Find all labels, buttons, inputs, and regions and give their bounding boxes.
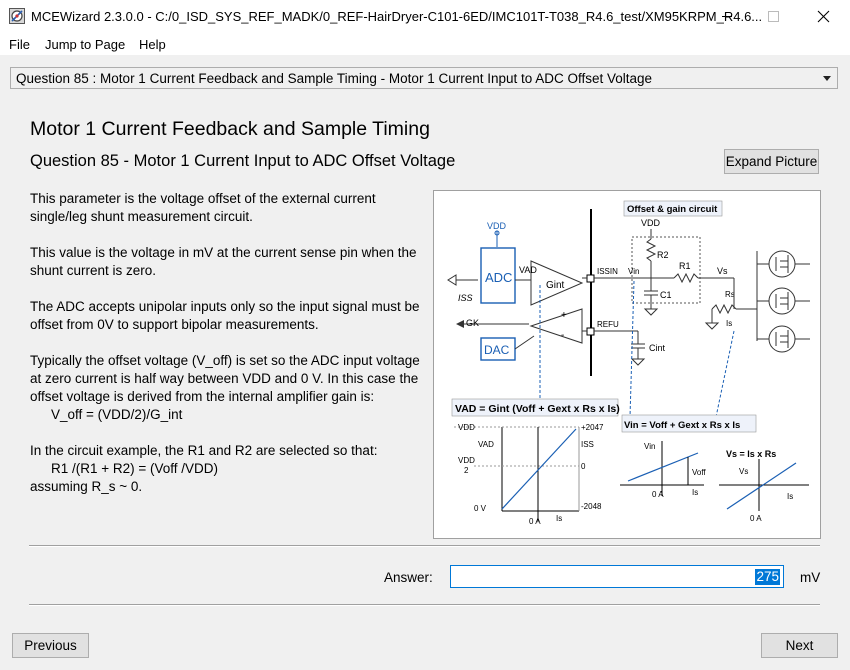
menu-bar: File Jump to Page Help <box>0 33 850 55</box>
question-select-value: Question 85 : Motor 1 Current Feedback a… <box>16 71 653 86</box>
graph-label: Is <box>692 488 698 497</box>
separator <box>29 545 820 547</box>
equation-vin: Vin = Voff + Gext x Rs x Is <box>624 420 740 431</box>
r1-label: R1 <box>679 261 691 271</box>
gint-label: Gint <box>546 280 565 291</box>
graph-label: +2047 <box>581 423 604 432</box>
section-title: Motor 1 Current Feedback and Sample Timi… <box>30 118 430 140</box>
vad-label: VAD <box>519 265 537 275</box>
graph-label: Is <box>787 492 793 501</box>
chevron-down-icon <box>823 76 831 81</box>
graph-label: 2 <box>464 466 469 475</box>
menu-file[interactable]: File <box>9 37 30 52</box>
separator <box>29 604 820 606</box>
is-label: Is <box>726 319 732 328</box>
graph-label: ISS <box>581 440 594 449</box>
maximize-button[interactable] <box>750 0 796 33</box>
graph-label: 0 A <box>652 490 664 499</box>
description-paragraph: Typically the offset voltage (V_off) is … <box>30 353 424 404</box>
c1-label: C1 <box>660 290 672 300</box>
answer-label: Answer: <box>384 570 433 585</box>
next-button[interactable]: Next <box>761 633 838 658</box>
rs-label: Rs <box>725 290 735 299</box>
minus-sign: - <box>561 330 564 341</box>
window-title: MCEWizard 2.3.0.0 - C:/0_ISD_SYS_REF_MAD… <box>31 9 763 24</box>
question-title: Question 85 - Motor 1 Current Input to A… <box>30 152 456 170</box>
description-paragraph: In the circuit example, the R1 and R2 ar… <box>30 443 378 458</box>
answer-input[interactable]: 275 <box>450 565 784 588</box>
plus-sign: + <box>561 310 567 321</box>
vin-label: Vin <box>628 267 639 276</box>
formula-r1-r2: R1 /(R1 + R2) = (Voff /VDD) <box>51 461 219 476</box>
refu-label: REFU <box>597 320 619 329</box>
menu-jump-to-page[interactable]: Jump to Page <box>45 37 126 52</box>
issin-label: ISSIN <box>597 267 618 276</box>
vdd-right-label: VDD <box>641 218 661 228</box>
vdd-label: VDD <box>487 221 507 231</box>
graph-vad-vs-is: VDD VAD VDD 2 0 V +2047 ISS 0 -2048 0 A … <box>454 423 604 526</box>
question-select[interactable]: Question 85 : Motor 1 Current Feedback a… <box>10 67 838 89</box>
description-paragraph: This value is the voltage in mV at the c… <box>30 245 421 278</box>
menu-help[interactable]: Help <box>139 37 166 52</box>
gk-label: GK <box>466 318 479 328</box>
graph-label: -2048 <box>581 502 602 511</box>
equation-vad: VAD = Gint (Voff + Gext x Rs x Is) <box>455 403 620 415</box>
circuit-picture: Offset & gain circuit VDD ADC ISS VAD Gi… <box>433 190 821 539</box>
graph-label: VAD <box>478 440 494 449</box>
circuit-diagram: Offset & gain circuit VDD ADC ISS VAD Gi… <box>447 200 810 526</box>
maximize-icon <box>768 11 779 22</box>
close-button[interactable] <box>800 0 846 33</box>
graph-vin-vs-is: Vin Voff 0 A Is <box>620 441 706 499</box>
offset-gain-label: Offset & gain circuit <box>627 204 718 215</box>
minimize-button[interactable] <box>704 0 750 33</box>
iss-arrow-label: ISS <box>458 293 473 303</box>
graph-label: Vs <box>739 467 748 476</box>
r2-label: R2 <box>657 250 669 260</box>
answer-value: 275 <box>755 569 780 585</box>
close-icon <box>817 10 830 23</box>
formula-voff: V_off = (VDD/2)/G_int <box>51 407 183 422</box>
cint-label: Cint <box>649 343 666 353</box>
graph-label: 0 A <box>529 517 541 526</box>
description-paragraph: assuming R_s ~ 0. <box>30 479 143 494</box>
answer-unit: mV <box>800 570 821 585</box>
graph-label: VDD <box>458 456 475 465</box>
expand-picture-button[interactable]: Expand Picture <box>724 149 819 174</box>
description: This parameter is the voltage offset of … <box>30 190 425 514</box>
graph-label: Is <box>556 514 562 523</box>
dac-label: DAC <box>484 343 510 357</box>
graph-vs-vs-is: Vs = Is x Rs Vs Is 0 A <box>719 449 809 523</box>
description-paragraph: This parameter is the voltage offset of … <box>30 191 380 224</box>
equation-vs: Vs = Is x Rs <box>726 449 776 459</box>
minimize-icon <box>722 16 732 17</box>
graph-label: 0 V <box>474 504 487 513</box>
graph-label: Voff <box>692 468 706 477</box>
adc-label: ADC <box>485 270 512 285</box>
vs-label: Vs <box>717 266 728 276</box>
graph-label: VDD <box>458 423 475 432</box>
app-icon <box>9 8 25 24</box>
previous-button[interactable]: Previous <box>12 633 89 658</box>
graph-label: 0 <box>581 462 586 471</box>
graph-label: 0 A <box>750 514 762 523</box>
description-paragraph: The ADC accepts unipolar inputs only so … <box>30 299 424 332</box>
title-bar: MCEWizard 2.3.0.0 - C:/0_ISD_SYS_REF_MAD… <box>0 0 850 33</box>
graph-label: Vin <box>644 442 655 451</box>
